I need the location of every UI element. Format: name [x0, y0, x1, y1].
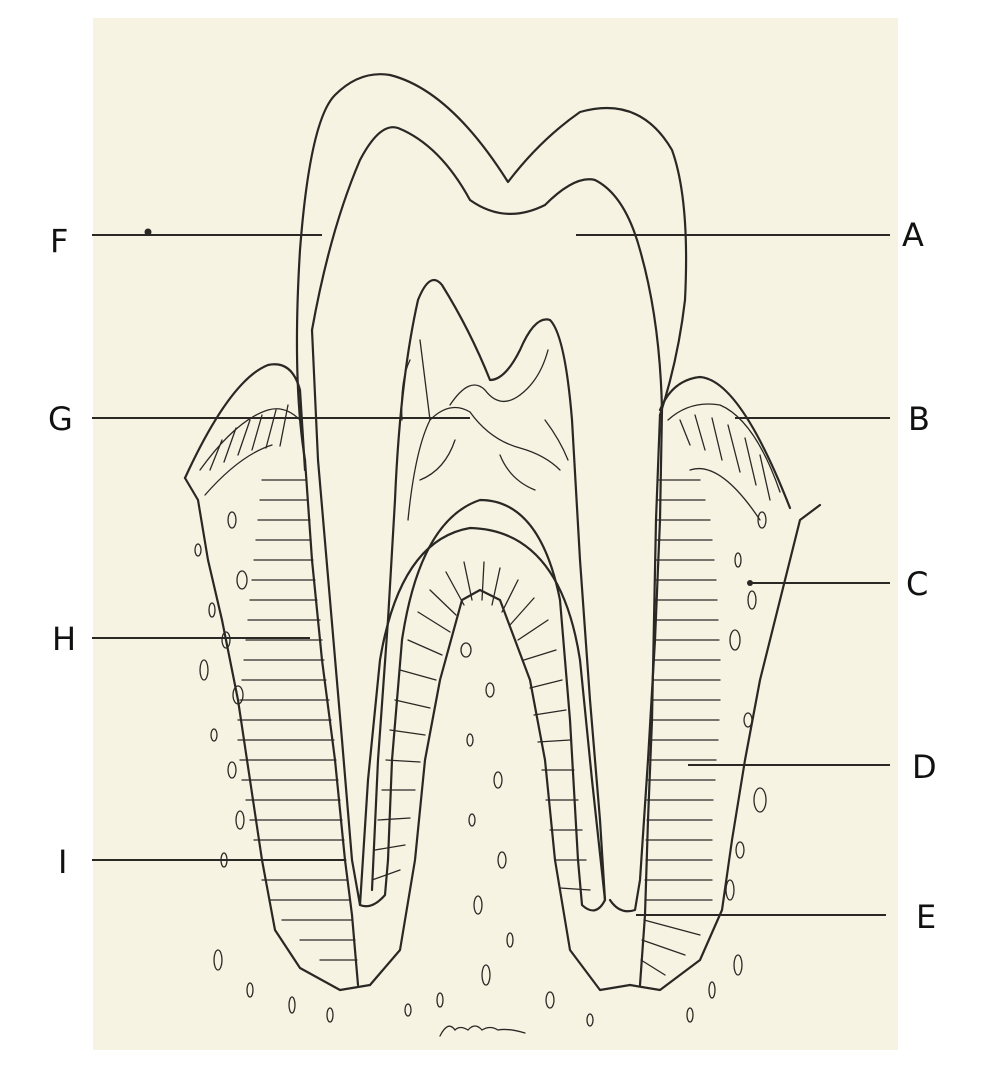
label-A: A: [902, 216, 924, 254]
label-B: B: [908, 400, 930, 438]
artist-signature: [439, 1025, 526, 1037]
label-H: H: [52, 620, 76, 658]
label-G: G: [48, 400, 73, 438]
pulp-floor: [386, 498, 580, 862]
labels: F A G B C H D I E: [48, 216, 937, 936]
pulp-chamber: [370, 278, 607, 912]
label-E: E: [916, 898, 936, 936]
root-arch: [358, 526, 607, 907]
paper-background: [93, 18, 898, 1050]
dentin-inner-left: [310, 328, 390, 908]
periodontal-ligament-right: [640, 479, 721, 976]
gingiva-right: [658, 375, 792, 521]
bone-lacunae: [194, 511, 767, 1027]
dentin-enamel-junction: [310, 126, 664, 412]
leader-lines: [92, 228, 890, 916]
label-D: D: [912, 748, 937, 786]
label-I: I: [58, 843, 67, 881]
enamel-outer: [295, 73, 688, 462]
label-C: C: [906, 565, 928, 603]
label-F: F: [50, 222, 68, 260]
gingival-fibers: [209, 404, 771, 501]
pulp-vessels: [401, 339, 569, 521]
periodontal-ligament-septum: [371, 561, 591, 891]
